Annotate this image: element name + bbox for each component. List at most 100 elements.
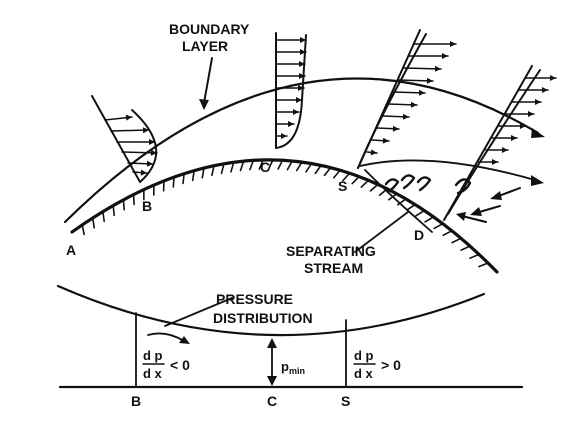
hatch-mark — [91, 217, 95, 229]
separated-flow-upper-arrowhead — [531, 175, 544, 186]
point-d-label: D — [414, 227, 424, 243]
velocity-arrowhead — [125, 114, 132, 121]
profile-d-curve — [447, 69, 541, 215]
separated-flow-upper — [359, 159, 536, 181]
axis-s-label: S — [341, 393, 350, 409]
velocity-arrowhead — [150, 149, 157, 156]
hatch-mark — [478, 262, 489, 268]
velocity-arrowhead — [502, 147, 508, 153]
wall-surface — [70, 158, 499, 274]
hatch-mark — [469, 253, 480, 260]
hatch-mark — [182, 173, 185, 185]
hatch-mark — [267, 159, 274, 170]
hatch-mark — [102, 210, 105, 223]
boundary-layer-label-line2: LAYER — [182, 38, 228, 54]
wall-hatching — [81, 159, 489, 268]
hatch-mark — [122, 199, 125, 211]
velocity-arrowhead — [434, 65, 441, 72]
hatch-mark — [451, 237, 462, 244]
pmin-label: pmin — [281, 359, 305, 376]
velocity-arrowhead — [299, 73, 305, 79]
pressure-label-line2: DISTRIBUTION — [213, 310, 313, 326]
hatch-mark — [172, 176, 175, 188]
boundary-layer-label-line1: BOUNDARY — [169, 21, 250, 37]
velocity-arrowhead — [450, 41, 456, 47]
gradient-negative-relation: < 0 — [170, 357, 190, 373]
hatch-mark — [305, 162, 313, 173]
hatch-mark — [342, 172, 351, 182]
velocity-arrowhead — [140, 169, 147, 176]
separation-eddies — [384, 174, 472, 195]
gradient-positive-denominator: d x — [354, 366, 374, 381]
pmin-arrowhead-top — [267, 338, 277, 348]
gradient-negative-numerator: d p — [143, 348, 163, 363]
reverse-flow-arrows — [456, 187, 521, 223]
velocity-arrowhead — [492, 159, 498, 165]
hatch-mark — [239, 160, 245, 172]
hatch-mark — [369, 183, 379, 192]
hatch-mark — [360, 179, 370, 188]
separating-stream-label-line1: SEPARATING — [286, 243, 376, 259]
point-b-label: B — [142, 198, 152, 214]
hatch-mark — [351, 175, 360, 185]
gradient-positive-relation: > 0 — [381, 357, 401, 373]
boundary-label-arrowhead — [199, 99, 209, 110]
pmin-arrowhead-bottom — [267, 376, 277, 386]
velocity-arrowhead — [370, 149, 377, 156]
hatch-mark — [424, 216, 435, 223]
pressure-distribution-curve — [56, 284, 486, 337]
velocity-arrow — [403, 67, 442, 70]
hatch-mark — [295, 161, 303, 172]
hatch-mark — [230, 161, 235, 173]
axis-c-label: C — [267, 393, 277, 409]
velocity-arrowhead — [293, 109, 299, 115]
velocity-arrowhead — [299, 61, 305, 67]
hatch-mark — [211, 165, 215, 177]
velocity-arrowhead — [146, 160, 153, 167]
gradient-negative: d p d x < 0 — [142, 348, 190, 381]
hatch-mark — [286, 160, 294, 171]
boundary-layer-arrowhead — [531, 128, 545, 138]
flow-direction-arrow — [147, 332, 185, 342]
velocity-arrow — [110, 129, 150, 132]
point-a-label: A — [66, 242, 76, 258]
separating-label-leader — [354, 211, 409, 253]
gradient-negative-denominator: d x — [143, 366, 163, 381]
velocity-arrowhead — [542, 87, 548, 93]
hatch-mark — [415, 209, 426, 217]
velocity-arrowhead — [288, 121, 294, 127]
hatch-mark — [277, 159, 284, 170]
hatch-mark — [81, 224, 85, 236]
velocity-arrowhead — [550, 75, 556, 81]
velocity-arrowhead — [281, 133, 287, 139]
hatch-mark — [433, 222, 444, 230]
profile-d-base — [443, 65, 533, 221]
hatch-mark — [132, 193, 135, 206]
velocity-arrowhead — [410, 101, 417, 108]
velocity-arrowhead — [142, 127, 149, 134]
profile-s-curve — [357, 33, 427, 169]
velocity-arrowhead — [382, 137, 389, 144]
velocity-arrowhead — [528, 111, 534, 117]
hatch-mark — [220, 163, 225, 175]
hatch-mark — [406, 203, 416, 211]
separating-stream-label-line2: STREAM — [304, 260, 363, 276]
gradient-positive: d p d x > 0 — [353, 348, 401, 381]
velocity-arrowhead — [296, 97, 302, 103]
hatch-mark — [332, 169, 341, 179]
gradient-positive-numerator: d p — [354, 348, 374, 363]
pressure-label-line1: PRESSURE — [216, 291, 293, 307]
hatch-mark — [442, 230, 453, 237]
point-s-label: S — [338, 178, 347, 194]
velocity-arrowhead — [520, 123, 526, 129]
flow-direction-arrowhead — [179, 336, 190, 344]
velocity-profiles — [91, 29, 557, 221]
hatch-mark — [258, 159, 264, 170]
velocity-arrowhead — [511, 135, 517, 141]
hatch-mark — [323, 166, 332, 177]
velocity-arrowhead — [426, 77, 433, 84]
point-c-label: C — [260, 159, 270, 175]
pressure-label-leader — [164, 297, 233, 327]
